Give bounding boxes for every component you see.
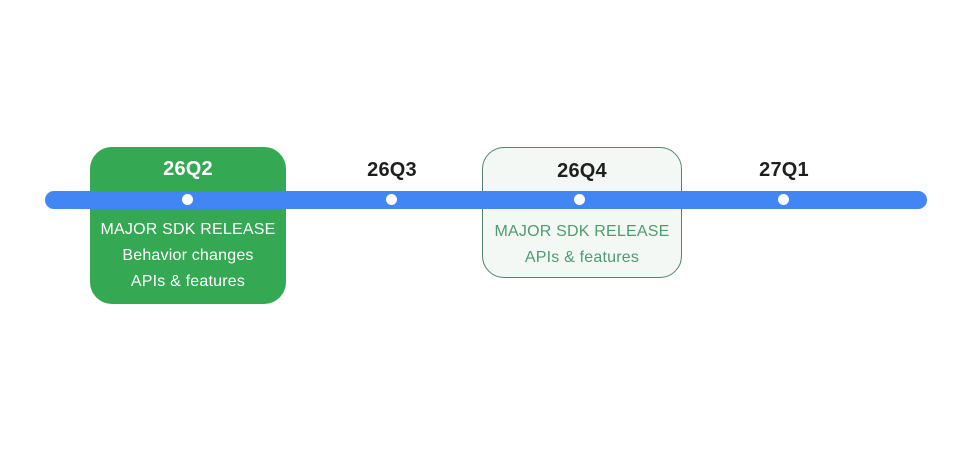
timeline-dot-26q2 — [182, 194, 193, 205]
timeline-dot-26q4 — [574, 194, 585, 205]
milestone-card-body-26q4: MAJOR SDK RELEASE APIs & features — [482, 219, 682, 271]
milestone-title-26q4: 26Q4 — [557, 160, 607, 182]
timeline-dot-27q1 — [778, 194, 789, 205]
timeline-dot-26q3 — [386, 194, 397, 205]
milestone-label-27q1: 27Q1 — [759, 159, 809, 181]
milestone-title-26q2: 26Q2 — [163, 158, 213, 180]
card-line-apis-features: APIs & features — [524, 249, 640, 266]
card-line-major-sdk-release: MAJOR SDK RELEASE — [100, 221, 276, 238]
card-line-behavior-changes: Behavior changes — [122, 247, 254, 264]
card-line-apis-features: APIs & features — [130, 273, 246, 290]
card-line-major-sdk-release: MAJOR SDK RELEASE — [494, 223, 670, 240]
milestone-card-26q2 — [90, 147, 286, 304]
milestone-label-26q3: 26Q3 — [367, 159, 417, 181]
timeline-bar — [45, 191, 927, 209]
milestone-card-body-26q2: MAJOR SDK RELEASE Behavior changes APIs … — [90, 217, 286, 295]
milestone-card-26q4 — [482, 147, 682, 278]
